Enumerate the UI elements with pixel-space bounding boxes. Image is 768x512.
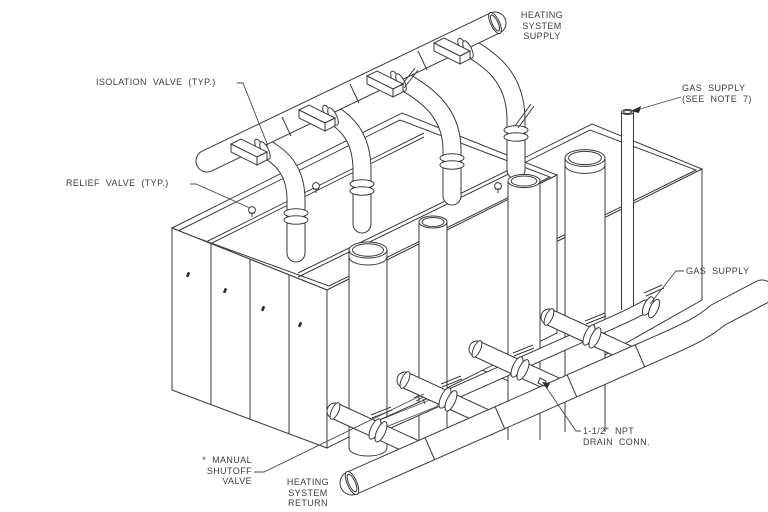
valve-lever: [512, 344, 535, 357]
return-open-end: [344, 470, 360, 496]
flue-cylinder: [348, 241, 388, 457]
door-latch: [222, 287, 228, 294]
valve-lever: [514, 103, 535, 129]
leader-arrowhead: [542, 382, 550, 389]
gas-supply-note-leader: [639, 96, 682, 110]
label-manual-shutoff-valve: * MANUAL SHUTOFF VALVE: [202, 455, 252, 486]
riser-flanges: [283, 125, 529, 225]
manifold-joint-ticks: [424, 344, 646, 461]
cabinet-front-door-dividers: [210, 243, 290, 434]
manual-shutoff-leader: [254, 393, 425, 473]
label-gas-supply: GAS SUPPLY: [686, 266, 750, 276]
label-drain-conn: 1-1/2" NPT DRAIN CONN.: [583, 426, 650, 447]
leader-arrowhead: [631, 106, 641, 113]
door-latch: [260, 305, 266, 312]
cabinet-top-rail: [193, 132, 425, 253]
drain-leader: [545, 386, 581, 432]
cabinet-top-rail: [297, 162, 524, 278]
header-joint-ticks: [281, 50, 428, 137]
valve-lever: [584, 312, 607, 325]
supply-header-open-end: [488, 11, 502, 35]
label-heating-system-supply: HEATING SYSTEM SUPPLY: [520, 10, 564, 41]
isolation-valve-assembly: [297, 104, 339, 132]
valve-lever: [440, 375, 463, 388]
door-latch: [297, 321, 303, 328]
isolation-valve-assembly: [229, 138, 271, 166]
label-isolation-valve: ISOLATION VALVE (TYP.): [96, 77, 216, 87]
label-gas-supply-note: GAS SUPPLY (SEE NOTE 7): [682, 83, 752, 104]
isolation-valve-assembly: [432, 37, 535, 129]
gas-supply-leader: [649, 270, 684, 305]
leader-lines: [190, 82, 684, 473]
relief-valve: [248, 206, 256, 217]
relief-valve: [494, 182, 502, 193]
isolation-valve-assembly: [365, 67, 419, 98]
heating-return-manifold: [339, 279, 768, 496]
door-latch: [185, 271, 191, 278]
relief-valve-leader: [190, 183, 251, 209]
isolation-valve-leader: [237, 82, 269, 147]
cabinet-front-top-frame: [176, 119, 552, 287]
relief-valve: [312, 182, 320, 193]
gas-supply-riser: [621, 108, 634, 310]
relief-valve-devices: [248, 182, 502, 217]
isolation-valves: [229, 37, 535, 166]
heating-supply-header: [195, 11, 535, 263]
label-relief-valve: RELIEF VALVE (TYP.): [66, 178, 169, 188]
label-heating-system-return: HEATING SYSTEM RETURN: [286, 477, 330, 508]
valve-lever: [400, 67, 419, 89]
gas-supply-connection: [641, 284, 665, 319]
